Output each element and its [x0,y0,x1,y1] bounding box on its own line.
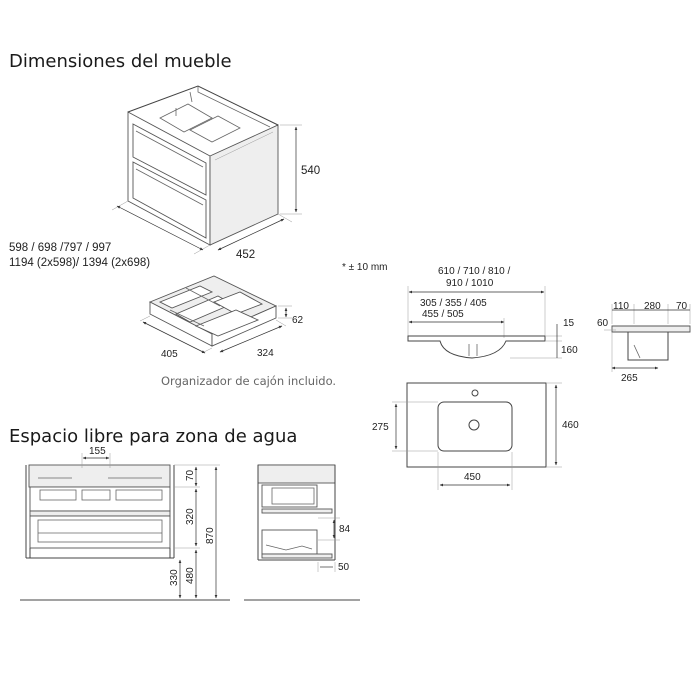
side-60: 60 [597,318,609,329]
water-front-view [20,453,230,601]
water-w155: 155 [89,446,106,457]
basin-inner-1: 305 / 355 / 405 [420,298,487,309]
organizer-h-62: 62 [292,315,304,326]
section-title-water: Espacio libre para zona de agua [9,426,297,447]
basin-section-view [407,286,562,359]
cabinet-dimensions [111,124,302,255]
top-450: 450 [464,472,481,483]
top-275: 275 [372,422,389,433]
basin-inner-2: 455 / 505 [422,309,464,320]
basin-t160: 160 [561,345,578,356]
organizer-caption: Organizador de cajón incluido. [161,374,336,388]
depth-452-label: 452 [236,249,255,261]
water-s84: 84 [339,524,351,535]
height-540-label: 540 [301,165,320,177]
cabinet-iso-drawing [127,85,279,246]
side-70: 70 [676,301,688,312]
water-v330: 330 [169,569,180,586]
basin-side-view [604,304,691,372]
basin-width-top-1: 610 / 710 / 810 / [438,266,511,277]
water-v70: 70 [185,469,196,481]
organizer-dimensions [139,305,292,354]
side-280: 280 [644,301,661,312]
basin-top-view [392,382,562,490]
side-110: 110 [613,301,629,312]
organizer-drawing [148,275,278,347]
basin-width-top-2: 910 / 1010 [446,278,494,289]
water-v480: 480 [185,567,196,584]
side-265: 265 [621,373,638,384]
water-v320: 320 [185,508,196,525]
water-side-view [244,464,360,601]
widths-label: 598 / 698 /797 / 997 [9,242,111,254]
water-v870: 870 [205,527,216,544]
water-s50: 50 [338,562,350,573]
widths-double-label: 1194 (2x598)/ 1394 (2x698) [9,257,150,269]
organizer-d-324: 324 [257,348,274,359]
tolerance-note: * ± 10 mm [342,262,388,273]
section-title-furniture: Dimensiones del mueble [9,51,232,72]
top-460: 460 [562,420,579,431]
basin-t15: 15 [563,318,575,329]
organizer-w-405: 405 [161,349,178,360]
